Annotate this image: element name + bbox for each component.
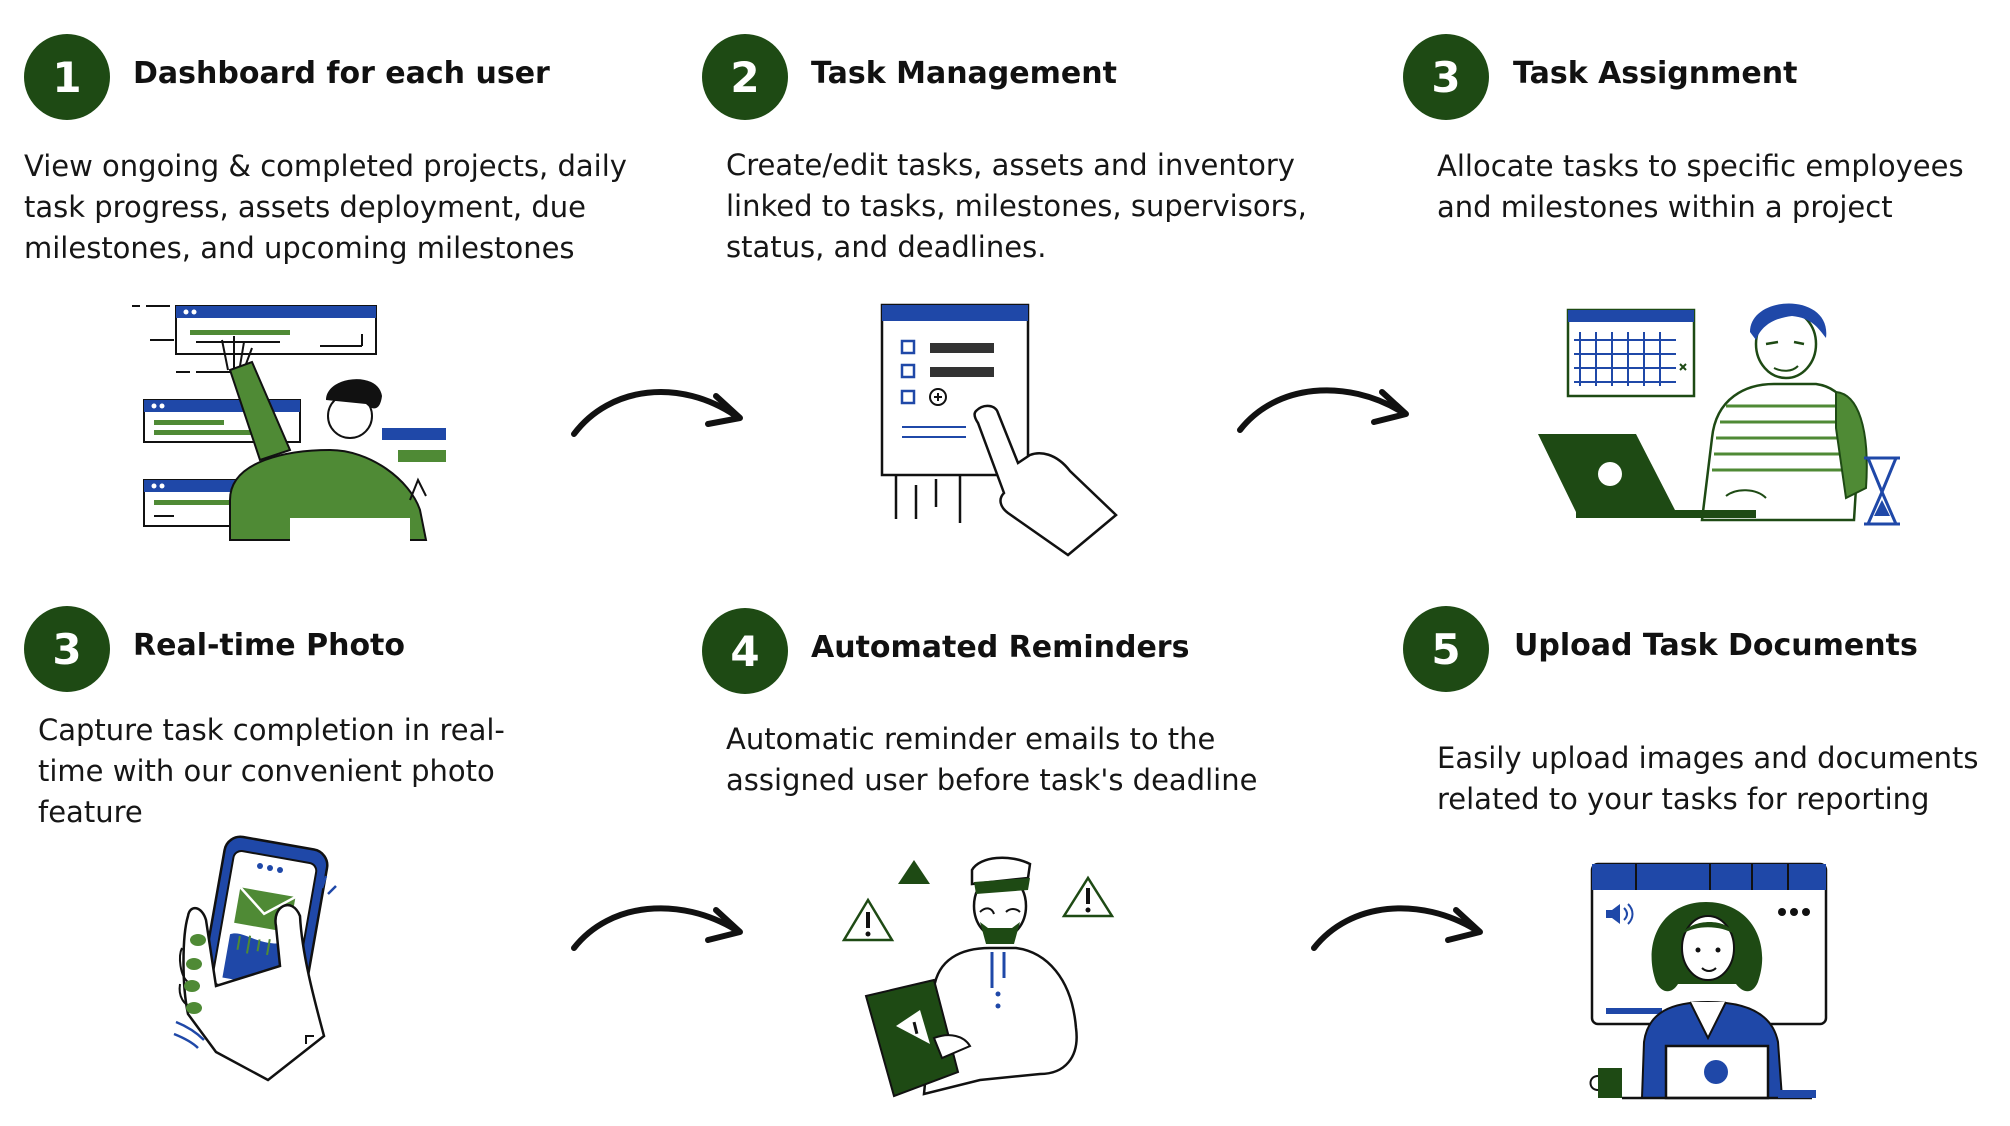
person-dashboard-icon <box>132 305 446 542</box>
description-line: Easily upload images and documents <box>1437 741 1979 775</box>
description-line: Automatic reminder emails to the <box>726 722 1216 756</box>
step-description: View ongoing & completed projects, daily… <box>24 146 627 269</box>
description-line: Allocate tasks to specific employees <box>1437 149 1964 183</box>
step-title: Task Management <box>811 56 1117 91</box>
step-number-badge: 2 <box>702 34 788 120</box>
step-number-badge: 4 <box>702 608 788 694</box>
step-number-badge: 5 <box>1403 606 1489 692</box>
description-line: task progress, assets deployment, due <box>24 190 586 224</box>
step-title: Real-time Photo <box>133 628 406 663</box>
arrow-right-icon <box>571 389 743 437</box>
person-laptop-calendar-icon <box>1538 303 1900 526</box>
description-line: linked to tasks, milestones, supervisors… <box>726 189 1307 223</box>
description-line: assigned user before task's deadline <box>726 763 1258 797</box>
person-warning-icon <box>841 856 1115 1098</box>
description-line: milestones, and upcoming milestones <box>24 231 575 265</box>
step-title: Automated Reminders <box>811 630 1190 665</box>
description-line: time with our convenient photo <box>38 754 495 788</box>
description-line: related to your tasks for reporting <box>1437 782 1930 816</box>
step-title: Upload Task Documents <box>1514 628 1918 663</box>
description-line: View ongoing & completed projects, daily <box>24 149 627 183</box>
step-title: Dashboard for each user <box>133 56 550 91</box>
step-description: Allocate tasks to specific employees and… <box>1437 146 1964 228</box>
step-title: Task Assignment <box>1513 56 1798 91</box>
step-number-badge: 3 <box>1403 34 1489 120</box>
step-description: Capture task completion in real- time wi… <box>38 710 505 833</box>
description-line: and milestones within a project <box>1437 190 1893 224</box>
step-number-badge: 1 <box>24 34 110 120</box>
woman-video-call-icon <box>1589 862 1828 1100</box>
step-number-badge: 3 <box>24 606 110 692</box>
arrow-right-icon <box>1311 905 1483 951</box>
description-line: Create/edit tasks, assets and inventory <box>726 148 1295 182</box>
arrow-right-icon <box>571 905 743 951</box>
description-line: status, and deadlines. <box>726 230 1047 264</box>
description-line: feature <box>38 795 143 829</box>
step-description: Easily upload images and documents relat… <box>1437 738 1979 820</box>
checklist-hand-icon <box>880 303 1118 557</box>
step-description: Automatic reminder emails to the assigne… <box>726 719 1257 801</box>
arrow-right-icon <box>1237 387 1409 433</box>
description-line: Capture task completion in real- <box>38 713 505 747</box>
step-description: Create/edit tasks, assets and inventory … <box>726 145 1307 268</box>
phone-hand-icon <box>173 835 337 1082</box>
